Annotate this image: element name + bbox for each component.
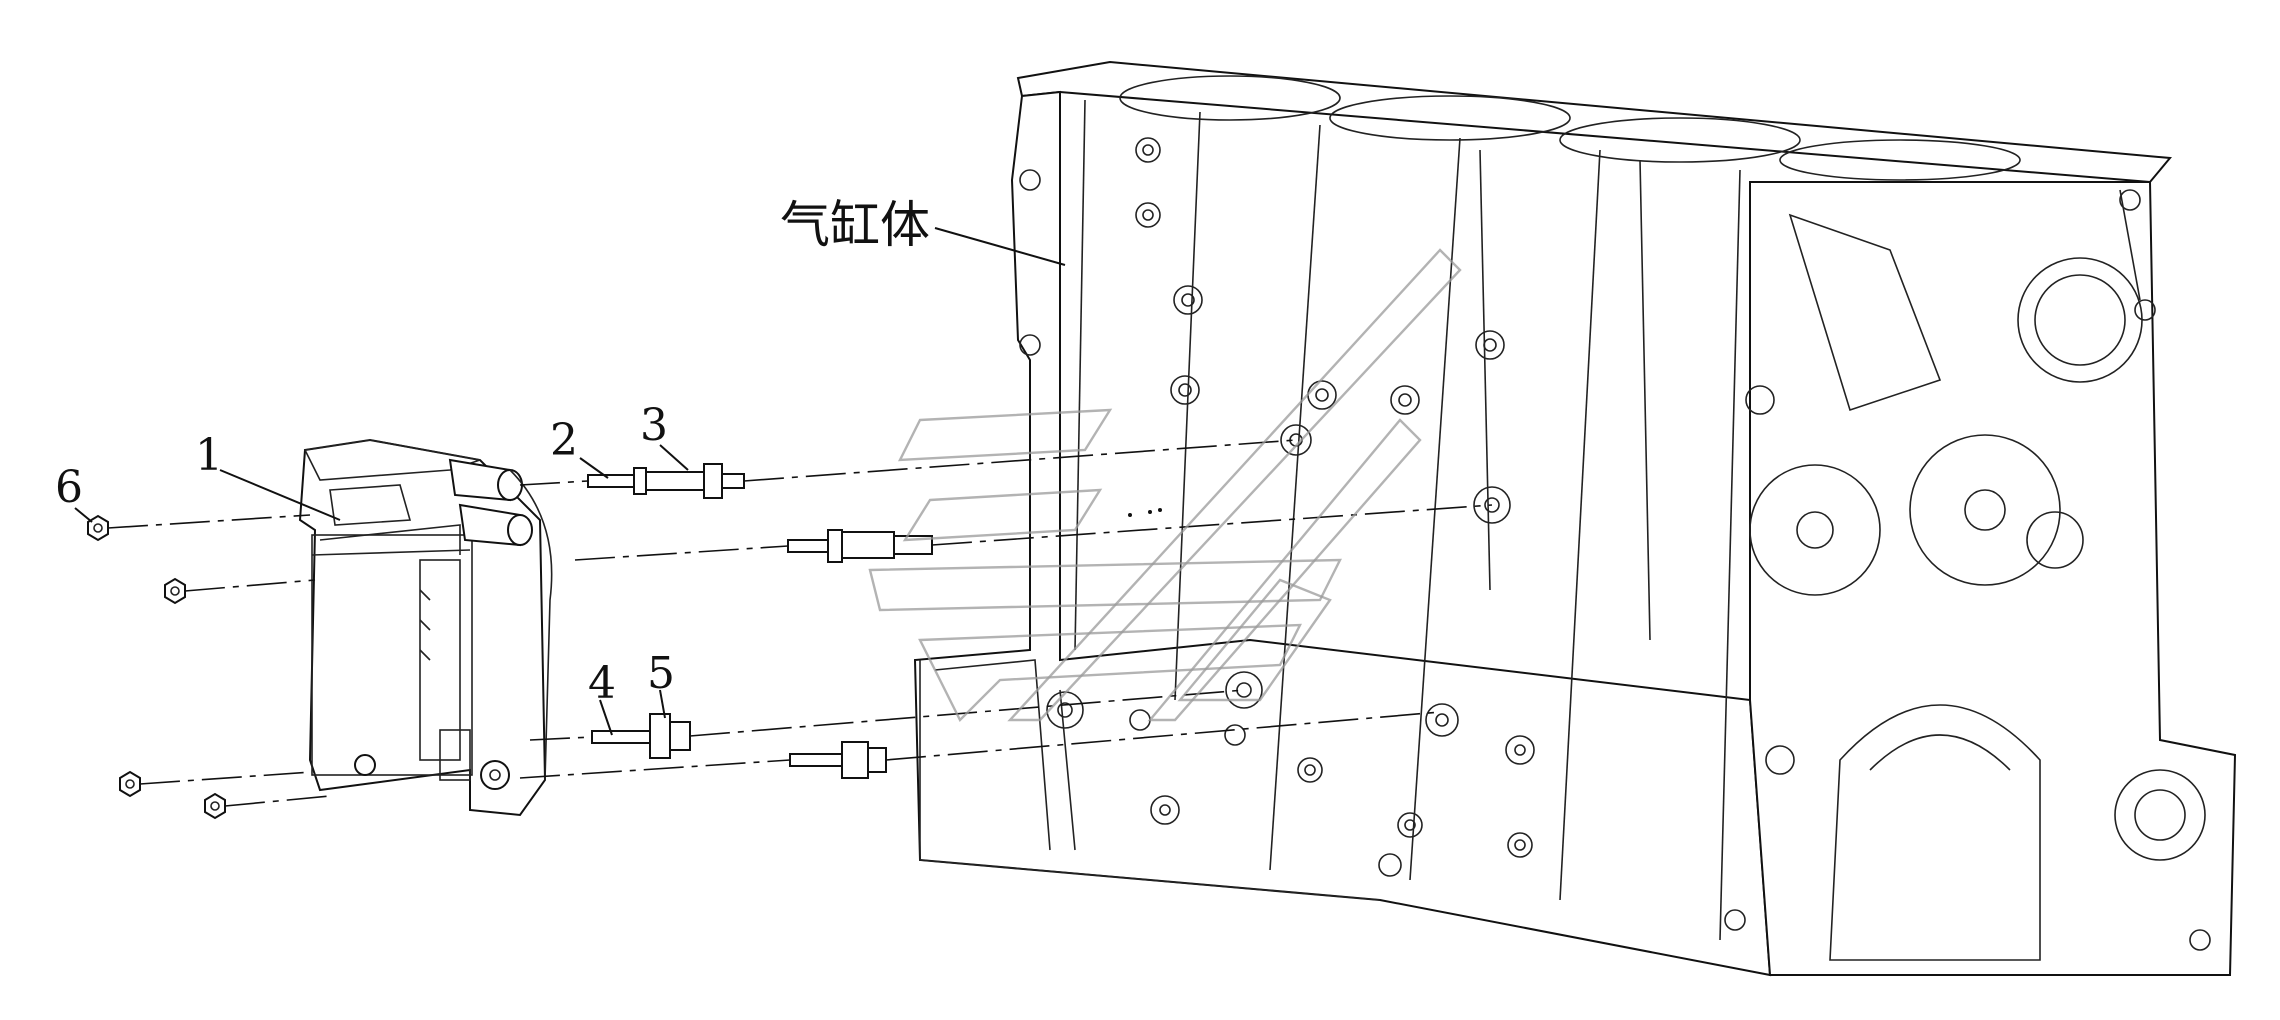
watermark-logo (868, 248, 1462, 723)
callout-3: 3 (640, 400, 668, 451)
callout-1: 1 (195, 430, 223, 481)
callout-5: 5 (647, 648, 675, 699)
stud-2 (587, 474, 635, 488)
bolt-3 (633, 463, 745, 499)
spacer-5 (649, 713, 691, 759)
callout-4: 4 (588, 658, 616, 709)
stud-4 (591, 730, 651, 744)
bolt-3b (787, 529, 933, 563)
callout-2: 2 (550, 415, 578, 466)
ecu-module (298, 438, 553, 817)
callout-6: 6 (55, 462, 83, 513)
block-label: 气缸体 (780, 196, 930, 254)
cylinder-block (913, 60, 2237, 977)
assembly-axis-lines (107, 439, 1493, 807)
spacer-5b (789, 741, 887, 779)
nut-6 (87, 514, 226, 820)
leader-lines (74, 227, 1066, 736)
